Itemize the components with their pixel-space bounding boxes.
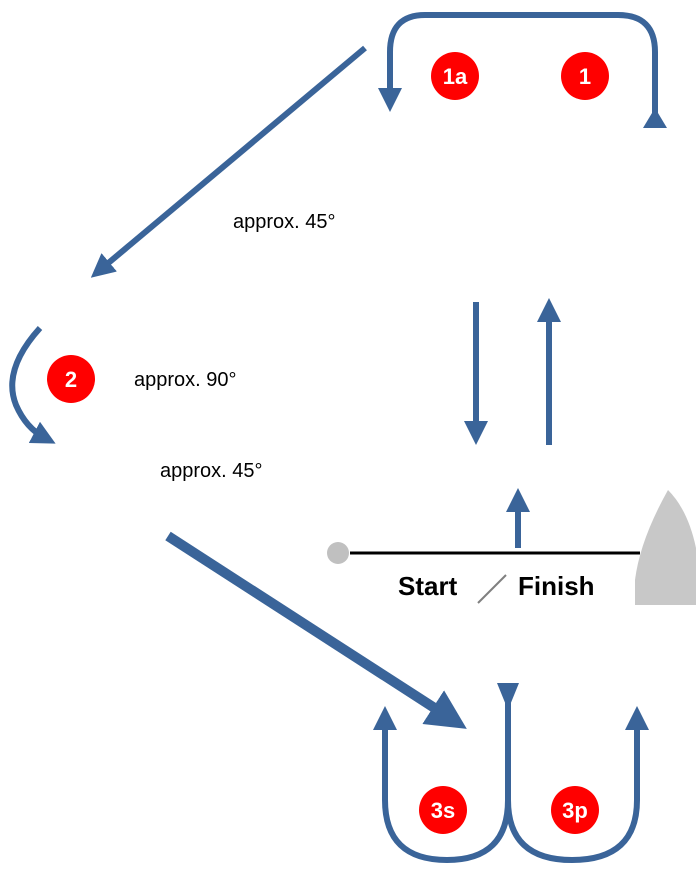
- mark-1a: [431, 52, 479, 100]
- loop-arrow-marks-1: [378, 12, 658, 115]
- finish-label: Finish: [518, 571, 595, 601]
- pin-end: [327, 542, 349, 564]
- angle-label-mid: approx. 90°: [134, 369, 237, 391]
- mark-1a-label: 1a: [443, 64, 468, 89]
- angle-label-low: approx. 45°: [160, 460, 263, 482]
- mark-2-label: 2: [65, 367, 77, 392]
- mark-3p-label: 3p: [562, 798, 588, 823]
- loop-arrow-mark-3p: [505, 706, 649, 864]
- gate-entry-arrowhead: [497, 683, 519, 710]
- mark-1-label: 1: [579, 64, 591, 89]
- arrow-to-mark-2: [90, 45, 367, 278]
- start-finish-separator: [477, 574, 507, 604]
- mark-3s-label: 3s: [431, 798, 455, 823]
- start-label: Start: [398, 571, 458, 601]
- loop-arrow-mark-2: [9, 325, 56, 444]
- arrow-to-gate-3: [165, 531, 467, 729]
- angle-label-top: approx. 45°: [233, 211, 336, 233]
- committee-boat: [635, 490, 696, 605]
- mark-3s: [419, 786, 467, 834]
- loop-arrow-mark-3s: [373, 693, 511, 864]
- mark-1: [561, 52, 609, 100]
- mark-3p: [551, 786, 599, 834]
- arrowhead-mark-1-entry: [643, 108, 667, 128]
- mark-2: [47, 355, 95, 403]
